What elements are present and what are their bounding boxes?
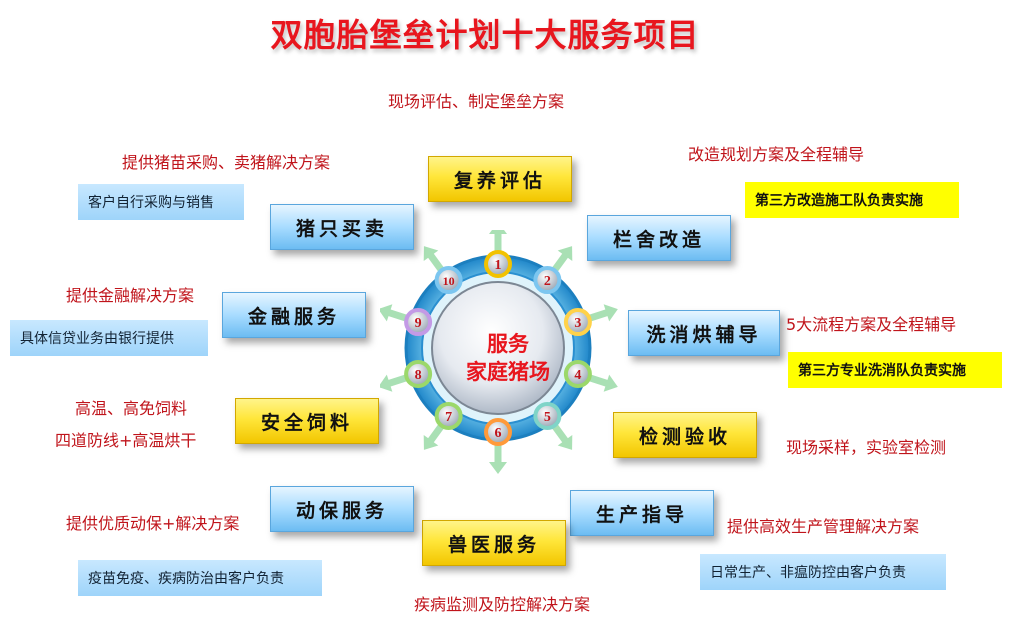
desc-4: 现场采样，实验室检测: [786, 438, 947, 457]
desc-7: 提供优质动保+解决方案: [66, 514, 240, 533]
service-box-9: 金融服务: [222, 292, 366, 338]
service-box-2: 栏舍改造: [587, 215, 731, 261]
desc-2: 改造规划方案及全程辅导: [688, 145, 865, 164]
arrowhead-1: [489, 230, 507, 234]
service-box-8: 安全饲料: [235, 398, 379, 444]
arrow-7: [426, 423, 445, 444]
note-2: 第三方改造施工队负责实施: [745, 182, 959, 218]
number-dot-5: [533, 401, 562, 430]
arrowhead-7: [423, 434, 439, 450]
number-dot-6: [484, 418, 512, 446]
note-9: 具体信贷业务由银行提供: [10, 320, 208, 356]
number-label-5: 5: [544, 410, 551, 425]
arrow-2: [551, 252, 570, 273]
number-dot-4: [563, 359, 592, 388]
arrow-9: [386, 308, 408, 322]
arrowhead-4: [603, 374, 618, 392]
note-7: 疫苗免疫、疾病防治由客户负责: [78, 560, 322, 596]
number-label-7: 7: [445, 410, 452, 425]
desc-8: 高温、高免饲料: [75, 399, 188, 418]
hub-label-line2: 家庭猪场: [466, 360, 550, 384]
arrowhead-3: [603, 304, 618, 322]
arrow-8: [386, 374, 408, 388]
desc-10: 提供猪苗采购、卖猪解决方案: [122, 153, 331, 172]
arrowhead-5: [557, 434, 573, 450]
service-box-10: 猪只买卖: [270, 204, 414, 250]
arrowhead-6: [489, 462, 507, 474]
desc-8b: 四道防线+高温烘干: [55, 431, 197, 450]
desc-5: 提供高效生产管理解决方案: [727, 517, 920, 536]
arrow-10: [426, 252, 445, 273]
service-box-5: 生产指导: [570, 490, 714, 536]
service-box-7: 动保服务: [270, 486, 414, 532]
desc-3: 5大流程方案及全程辅导: [786, 315, 957, 334]
note-5: 日常生产、非瘟防控由客户负责: [700, 554, 946, 590]
hub-label: 服务 家庭猪场: [433, 330, 583, 386]
hub-label-line1: 服务: [487, 332, 529, 356]
number-label-3: 3: [574, 316, 581, 331]
number-dot-2: [533, 266, 562, 295]
number-dot-3: [563, 308, 592, 337]
arrow-5: [551, 423, 570, 444]
hub-diagram: 1 2 3 4 5 6 7 8 9 10: [380, 230, 618, 474]
number-label-1: 1: [495, 258, 502, 273]
service-box-1: 复养评估: [428, 156, 572, 202]
number-dot-8: [404, 359, 433, 388]
number-label-10: 10: [443, 274, 455, 288]
service-box-3: 洗消烘辅导: [628, 310, 780, 356]
arrowhead-9: [380, 304, 393, 322]
desc-1: 现场评估、制定堡垒方案: [388, 92, 565, 111]
desc-9: 提供金融解决方案: [66, 286, 195, 305]
arrowhead-2: [557, 246, 573, 262]
note-3: 第三方专业洗消队负责实施: [788, 352, 1002, 388]
desc-6: 疾病监测及防控解决方案: [414, 595, 591, 614]
number-label-8: 8: [415, 368, 422, 383]
service-box-4: 检测验收: [613, 412, 757, 458]
number-label-6: 6: [495, 426, 502, 441]
arrowhead-10: [423, 246, 439, 262]
number-dot-10: [434, 266, 463, 295]
arrowhead-8: [380, 374, 393, 392]
number-label-4: 4: [574, 368, 581, 383]
service-box-6: 兽医服务: [422, 520, 566, 566]
page-title: 双胞胎堡垒计划十大服务项目: [270, 16, 700, 54]
arrow-4: [588, 374, 610, 388]
number-dot-1: [484, 250, 512, 278]
number-label-2: 2: [544, 274, 551, 289]
note-10: 客户自行采购与销售: [78, 184, 244, 220]
number-label-9: 9: [415, 316, 422, 331]
arrow-3: [588, 308, 610, 322]
number-dot-7: [434, 401, 463, 430]
number-dot-9: [404, 308, 433, 337]
